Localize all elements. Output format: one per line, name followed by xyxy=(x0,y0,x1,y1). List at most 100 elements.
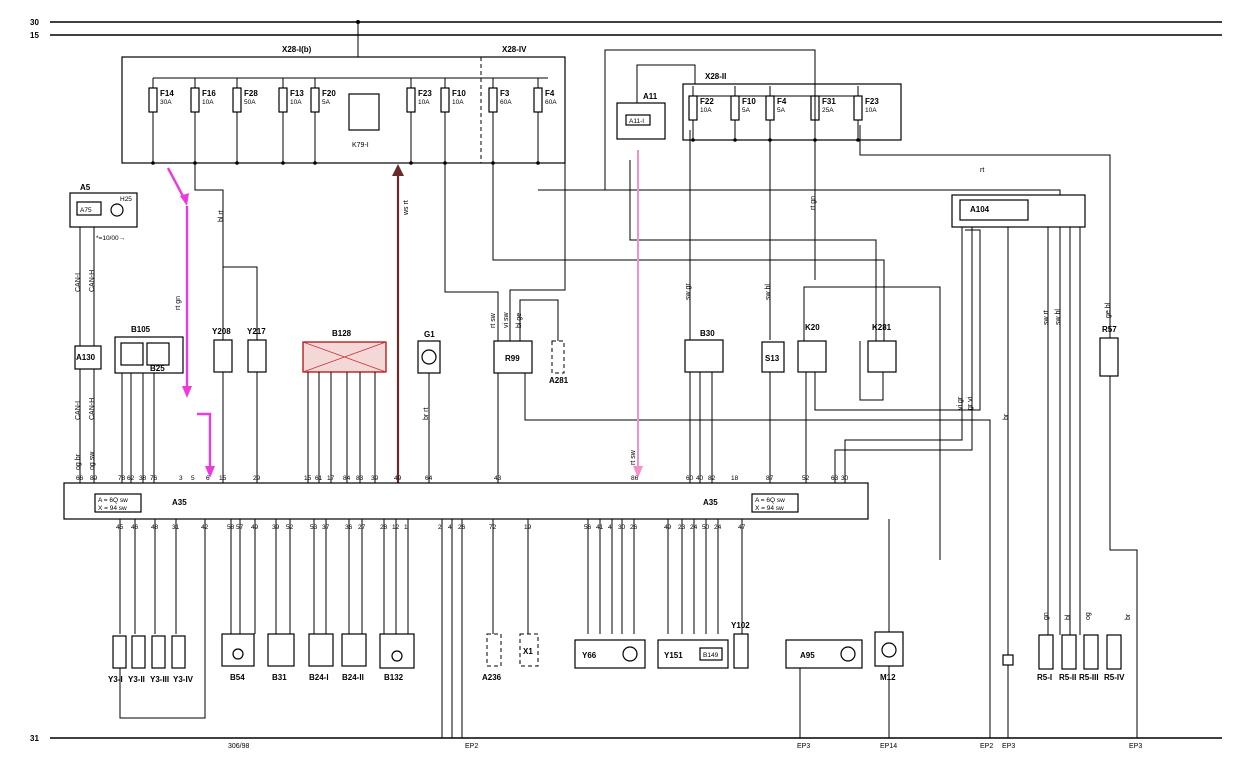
arrow-magenta-2 xyxy=(197,412,212,470)
motor-m12-box xyxy=(874,631,904,667)
can-h-label-2: CAN-H xyxy=(89,398,96,420)
ecu-pin-top: 52 xyxy=(802,475,810,482)
annotation-arrows xyxy=(166,150,643,483)
injector-y3-i xyxy=(112,635,127,669)
wire-label-visw: vi sw xyxy=(503,312,510,329)
wire-label-brrt: br rt xyxy=(423,408,430,421)
fuse-f4 xyxy=(765,95,775,121)
ecu-a35: A35 A35 A = 6Q sw X = 94 sw A = 6Q sw X … xyxy=(63,475,869,531)
module-a11i-label: A11-I xyxy=(629,118,644,125)
motor-m12-icon xyxy=(881,642,897,658)
sensor-b128-label: B128 xyxy=(332,329,352,338)
fuse-label: F4 xyxy=(777,97,787,106)
valves-y208-y217: Y208 Y217 bl rt xyxy=(194,163,267,483)
resistor-r99-box xyxy=(493,340,533,374)
ecu-pin-top: 78 xyxy=(118,475,126,482)
ecu-pin-top: 18 xyxy=(731,475,739,482)
wire-label-rt: rt xyxy=(980,167,984,174)
motor-a95-icon xyxy=(840,646,856,662)
arrow-magenta-1 xyxy=(166,167,187,201)
ecu-a35-label: A35 xyxy=(172,498,187,507)
module-a11-label: A11 xyxy=(643,92,658,101)
fuse-f4 xyxy=(533,87,543,113)
ecu-a35-box xyxy=(63,482,869,520)
rail-30-label: 30 xyxy=(30,18,39,27)
ecu-pin-top: 40 xyxy=(696,475,704,482)
ecu-pin-top: 39 xyxy=(371,475,379,482)
sensor-b25-label: B25 xyxy=(150,364,165,373)
module-a11-inner xyxy=(625,114,651,126)
rail-15-label: 15 xyxy=(30,31,39,40)
fuse-label: F23 xyxy=(865,97,879,106)
module-a75-box xyxy=(76,201,102,216)
resistor-r99: R99 A281 xyxy=(444,160,991,738)
heater-r5-iii xyxy=(1083,634,1099,670)
ecu-pin-top: 82 xyxy=(708,475,716,482)
generator-g1-label: G1 xyxy=(424,330,435,339)
wire-label-grvi: gr vi xyxy=(967,396,974,410)
ecu-pin-top: 60 xyxy=(686,475,694,482)
can-bus: CAN-L CAN-H CAN-L CAN-H A130 xyxy=(74,227,102,483)
module-a5: A5 A75 H25 *=10/00→ xyxy=(69,183,138,242)
motor-m12-label: M12 xyxy=(880,673,896,682)
wire-label-rtgn-2: rt gn xyxy=(810,196,817,210)
fuse-label: F3 xyxy=(500,89,510,98)
fuse-f23 xyxy=(853,95,863,121)
ground-terminal xyxy=(1002,654,1014,666)
lower-components: Y3-I Y3-II Y3-III Y3-IV B54 B31 B24-I B2… xyxy=(108,519,1125,719)
ecu-pin-top: 5 xyxy=(191,475,195,482)
wire-label-gebl: ge bl xyxy=(1105,302,1112,318)
sensor-b128: B128 xyxy=(302,329,387,483)
connector-a236-label: A236 xyxy=(482,673,502,682)
fuse-label: F31 xyxy=(822,97,836,106)
ecu-pin-top: 38 xyxy=(139,475,147,482)
relay-k20-box xyxy=(797,340,827,373)
relay-k281-box xyxy=(867,340,897,373)
fuse-f28 xyxy=(232,87,242,113)
wire-label-ogbr: og br xyxy=(75,453,82,470)
can-h-label: CAN-H xyxy=(89,270,96,292)
ecu-a35-note-3: A = 6Q sw xyxy=(755,497,785,504)
heater-r5-ii-label: R5-II xyxy=(1059,673,1076,682)
ecu-pin-top: 15 xyxy=(304,475,312,482)
sensor-b31-box xyxy=(267,633,295,667)
generator-g1-icon xyxy=(421,349,437,365)
injector-y3-iv-label: Y3-IV xyxy=(173,675,194,684)
injector-y3-iii xyxy=(151,635,166,669)
fuse-label: F10 xyxy=(742,97,756,106)
switch-s13-label: S13 xyxy=(765,354,780,363)
wire-label-blge: bl ge xyxy=(516,313,523,328)
wire-label-swbl: sw bl xyxy=(765,284,772,300)
valve-y102-label: Y102 xyxy=(731,621,750,630)
resistor-r99-label: R99 xyxy=(505,354,520,363)
actuator-y66-label: Y66 xyxy=(582,651,597,660)
sensor-b132-icon xyxy=(391,650,403,662)
ecu-pin-top: 64 xyxy=(425,475,433,482)
sensor-b54-label: B54 xyxy=(230,673,245,682)
ecu-pin-top: 17 xyxy=(327,475,335,482)
ecu-pin-top: 76 xyxy=(150,475,158,482)
connector-a281-label: A281 xyxy=(549,376,569,385)
injector-y3-ii-label: Y3-II xyxy=(128,675,145,684)
fuse-label: F16 xyxy=(202,89,216,98)
fuse-rating: 10A xyxy=(452,99,464,106)
fuse-box-label-x28ib: X28-I(b) xyxy=(282,45,312,54)
ecu-pin-top: 89 xyxy=(90,475,98,482)
fuse-rating: 25A xyxy=(822,107,834,114)
ecu-a35-note-4: X = 94 sw xyxy=(755,505,784,512)
sensor-b105: B105 B25 xyxy=(114,325,184,483)
sensor-b30-box xyxy=(684,339,724,373)
heater-r5-ii xyxy=(1061,634,1077,670)
connector-x1 xyxy=(519,633,539,667)
doc-number: 306/98 xyxy=(228,743,250,750)
wire-label-wsrt: ws rt xyxy=(403,200,410,216)
valve-y208-label: Y208 xyxy=(212,327,231,336)
sensor-b132-label: B132 xyxy=(384,673,404,682)
ecu-pin-bottom: 1 xyxy=(404,524,408,531)
ecu-pin-top: 66 xyxy=(76,475,84,482)
fuse-f10 xyxy=(440,87,450,113)
relay-k79-label: K79-I xyxy=(352,142,369,149)
